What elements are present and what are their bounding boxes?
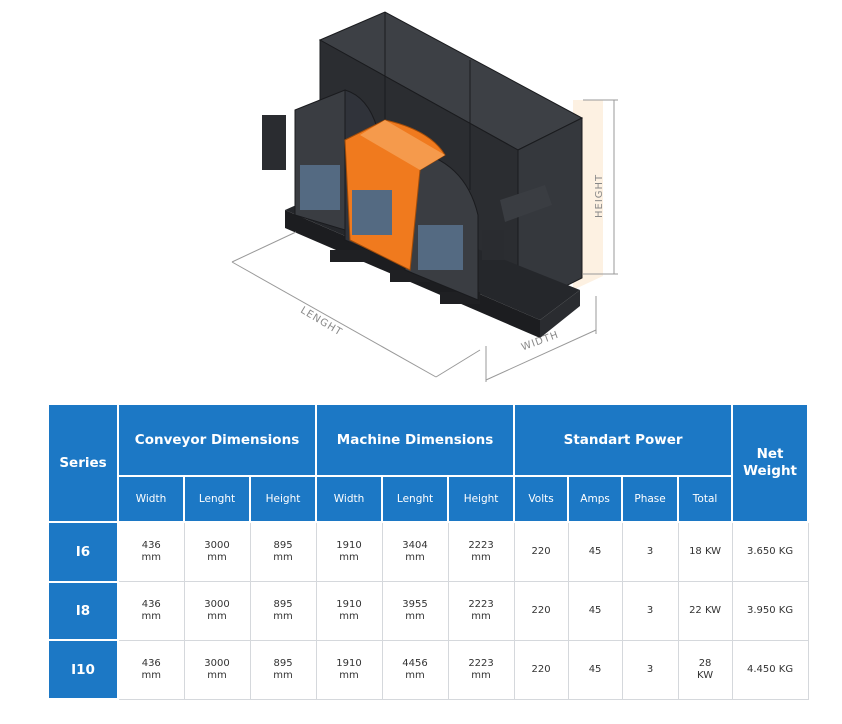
net-weight-header: Net Weight [731,403,810,523]
net-weight-cell: 3.650 KG [731,521,809,583]
conveyor-width-header: Width [117,475,185,523]
net-weight-cell: 3.950 KG [731,581,809,641]
amps-cell: 45 [567,581,623,641]
amps-header: Amps [567,475,624,523]
amps-cell: 45 [567,639,623,700]
machine-width-header: Width [315,475,384,523]
phase-cell: 3 [621,581,679,641]
series-cell: I8 [47,580,119,642]
machine-height-header: Height [447,475,516,523]
net-weight-header-line1: Net [756,446,784,462]
total-header: Total [677,475,734,523]
volts-header: Volts [513,475,570,523]
total-power-cell: 22 KW [677,581,733,641]
phase-cell: 3 [621,521,679,583]
standart-power-header: Standart Power [513,403,734,477]
conveyor-length-header: Lenght [183,475,251,523]
spec-table: Series Conveyor Dimensions Machine Dimen… [47,403,810,700]
phase-cell: 3 [621,639,679,700]
machine-illustration [231,11,618,382]
amps-cell: 45 [567,521,623,583]
series-header: Series [47,403,119,523]
machine-length-header: Lenght [381,475,450,523]
phase-header: Phase [621,475,680,523]
conveyor-height-header: Height [248,475,318,523]
net-weight-cell: 4.450 KG [731,639,809,700]
machine-dimensions-header: Machine Dimensions [315,403,516,477]
volts-cell: 220 [513,521,569,583]
height-dimension-label: HEIGHT [594,173,605,218]
net-weight-header-line2: Weight [743,463,798,479]
series-cell: I6 [47,521,119,583]
volts-cell: 220 [513,581,569,641]
machine-figure: LENGHT WIDTH HEIGHT [231,11,618,382]
conveyor-dimensions-header: Conveyor Dimensions [116,403,318,477]
volts-cell: 220 [513,639,569,700]
series-cell: I10 [47,639,119,700]
total-power-cell: 18 KW [677,521,733,583]
